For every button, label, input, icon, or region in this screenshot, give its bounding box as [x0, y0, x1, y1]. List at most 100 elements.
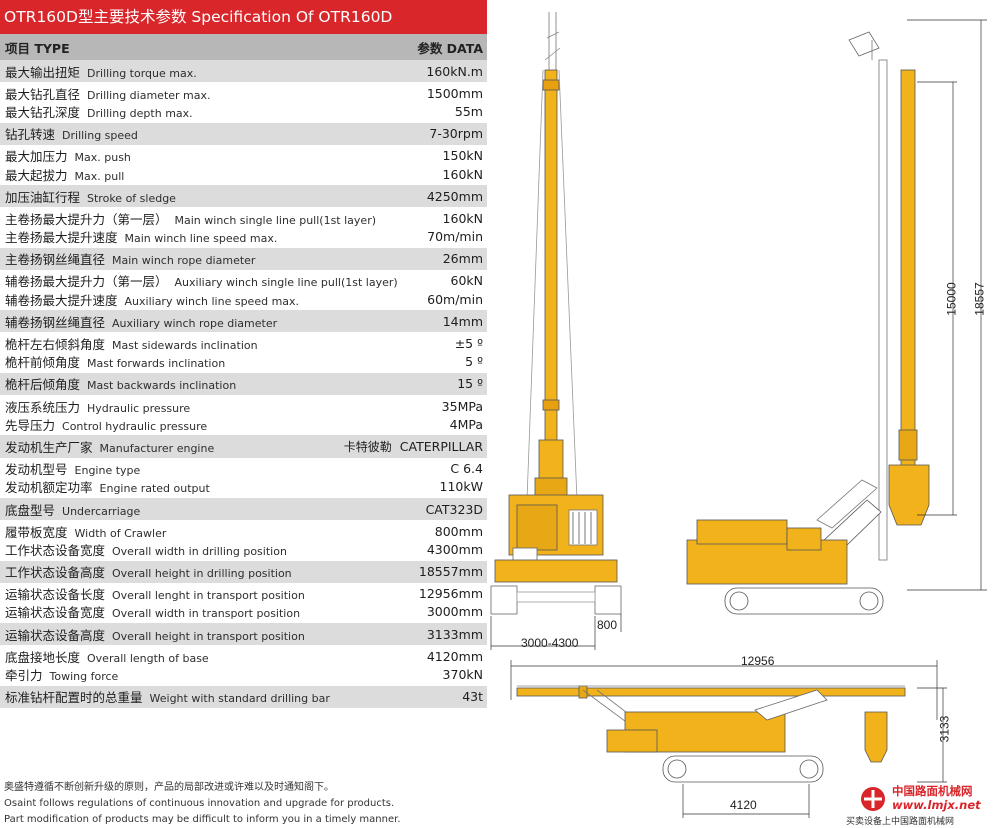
spec-label-en: Overall length of base [87, 651, 209, 665]
spec-label-cn: 牵引力 [5, 668, 43, 684]
dim-crawler-width: 800 [597, 618, 618, 632]
spec-label-en: Overall height in transport position [112, 629, 305, 643]
spec-label-cn: 桅杆前倾角度 [5, 355, 81, 371]
spec-value: 18557mm [419, 564, 483, 579]
spec-label-en: Overall height in drilling position [112, 567, 292, 581]
spec-value: 160kN [443, 211, 483, 226]
dim-transport-length: 12956 [741, 654, 775, 668]
watermark: 中国路面机械网 www.lmjx.net 买卖设备上中国路面机械网 [846, 783, 1000, 828]
spec-value-text: 70m/min [427, 229, 483, 245]
spec-label-en: Auxiliary winch single line pull(1st lay… [174, 276, 398, 290]
spec-value-text: 150kN [442, 148, 483, 164]
spec-value: 370kN [443, 667, 483, 682]
spec-title: OTR160D型主要技术参数 Specification Of OTR160D [0, 0, 487, 34]
spec-label: 桅杆后倾角度 Mast backwards inclination [5, 374, 236, 393]
spec-label-cn: 运输状态设备长度 [5, 587, 106, 603]
spec-label: 辅卷扬最大提升力（第一层） Auxiliary winch single line… [5, 271, 398, 290]
spec-label-cn: 桅杆后倾角度 [5, 377, 81, 393]
spec-label-en: Main winch single line pull(1st layer) [174, 213, 377, 227]
spec-value: 7-30rpm [429, 126, 483, 141]
spec-label-en: Drilling depth max. [87, 106, 193, 120]
spec-value-text: 1500mm [426, 85, 483, 101]
spec-label-en: Weight with standard drilling bar [149, 692, 330, 706]
spec-label-en: Max. pull [74, 169, 125, 183]
dim-base-length: 4120 [730, 798, 757, 812]
spec-label-en: Overall width in drilling position [112, 544, 287, 558]
spec-value-text: 15 º [457, 376, 483, 392]
spec-value-text: 7-30rpm [429, 126, 483, 142]
spec-value-text: 160kN [442, 210, 483, 226]
spec-label-en: Drilling diameter max. [87, 88, 211, 102]
spec-value: ±5 º [455, 336, 483, 351]
spec-label-cn: 先导压力 [5, 417, 56, 433]
spec-label-en: Drilling torque max. [87, 66, 197, 80]
dim-mast-height: 15000 [944, 282, 959, 316]
spec-value-text: 12956mm [418, 586, 483, 602]
spec-group: 主卷扬最大提升力（第一层）Main winch single line pull… [0, 207, 487, 247]
spec-label-en: Stroke of sledge [87, 191, 176, 205]
spec-label-cn: 钻孔转速 [5, 127, 56, 143]
spec-value: 1500mm [427, 86, 483, 101]
spec-label-cn: 辅卷扬钢丝绳直径 [5, 314, 106, 330]
spec-group: 运输状态设备长度 Overall lenght in transport posi… [0, 583, 487, 623]
spec-value: 3133mm [427, 627, 483, 642]
spec-value: 160kN [443, 167, 483, 182]
spec-value: 110kW [440, 479, 483, 494]
spec-value: 15 º [457, 376, 483, 391]
spec-label-en: Mast backwards inclination [87, 379, 237, 393]
spec-row: 工作状态设备宽度 Overall width in drilling positi… [5, 540, 483, 558]
spec-value-text: 43t [462, 689, 483, 705]
spec-label-en: Main winch rope diameter [112, 254, 256, 268]
spec-value: 70m/min [427, 229, 483, 244]
spec-label-cn: 履带板宽度 [5, 524, 68, 540]
drawing-svg [487, 0, 1000, 828]
spec-value-text: 4MPa [449, 416, 483, 432]
spec-row: 桅杆后倾角度 Mast backwards inclination 15 º [5, 375, 483, 393]
spec-row: 辅卷扬最大提升力（第一层） Auxiliary winch single line… [5, 272, 483, 290]
spec-label-en: Width of Crawler [74, 526, 167, 540]
spec-label-cn: 辅卷扬最大提升速度 [5, 292, 118, 308]
spec-value-text: 160kN [442, 166, 483, 182]
spec-label-en: Undercarriage [62, 504, 141, 518]
spec-value-text: 14mm [442, 313, 483, 329]
spec-label-cn: 辅卷扬最大提升力（第一层） [5, 274, 168, 290]
spec-value: CAT323D [426, 502, 483, 517]
spec-label-cn: 发动机额定功率 [5, 480, 93, 496]
spec-label-en: Engine rated output [99, 482, 210, 496]
spec-label: 主卷扬最大提升力（第一层）Main winch single line pull… [5, 209, 376, 228]
spec-label-cn: 工作状态设备宽度 [5, 542, 106, 558]
spec-label-en: Overall lenght in transport position [112, 589, 305, 603]
